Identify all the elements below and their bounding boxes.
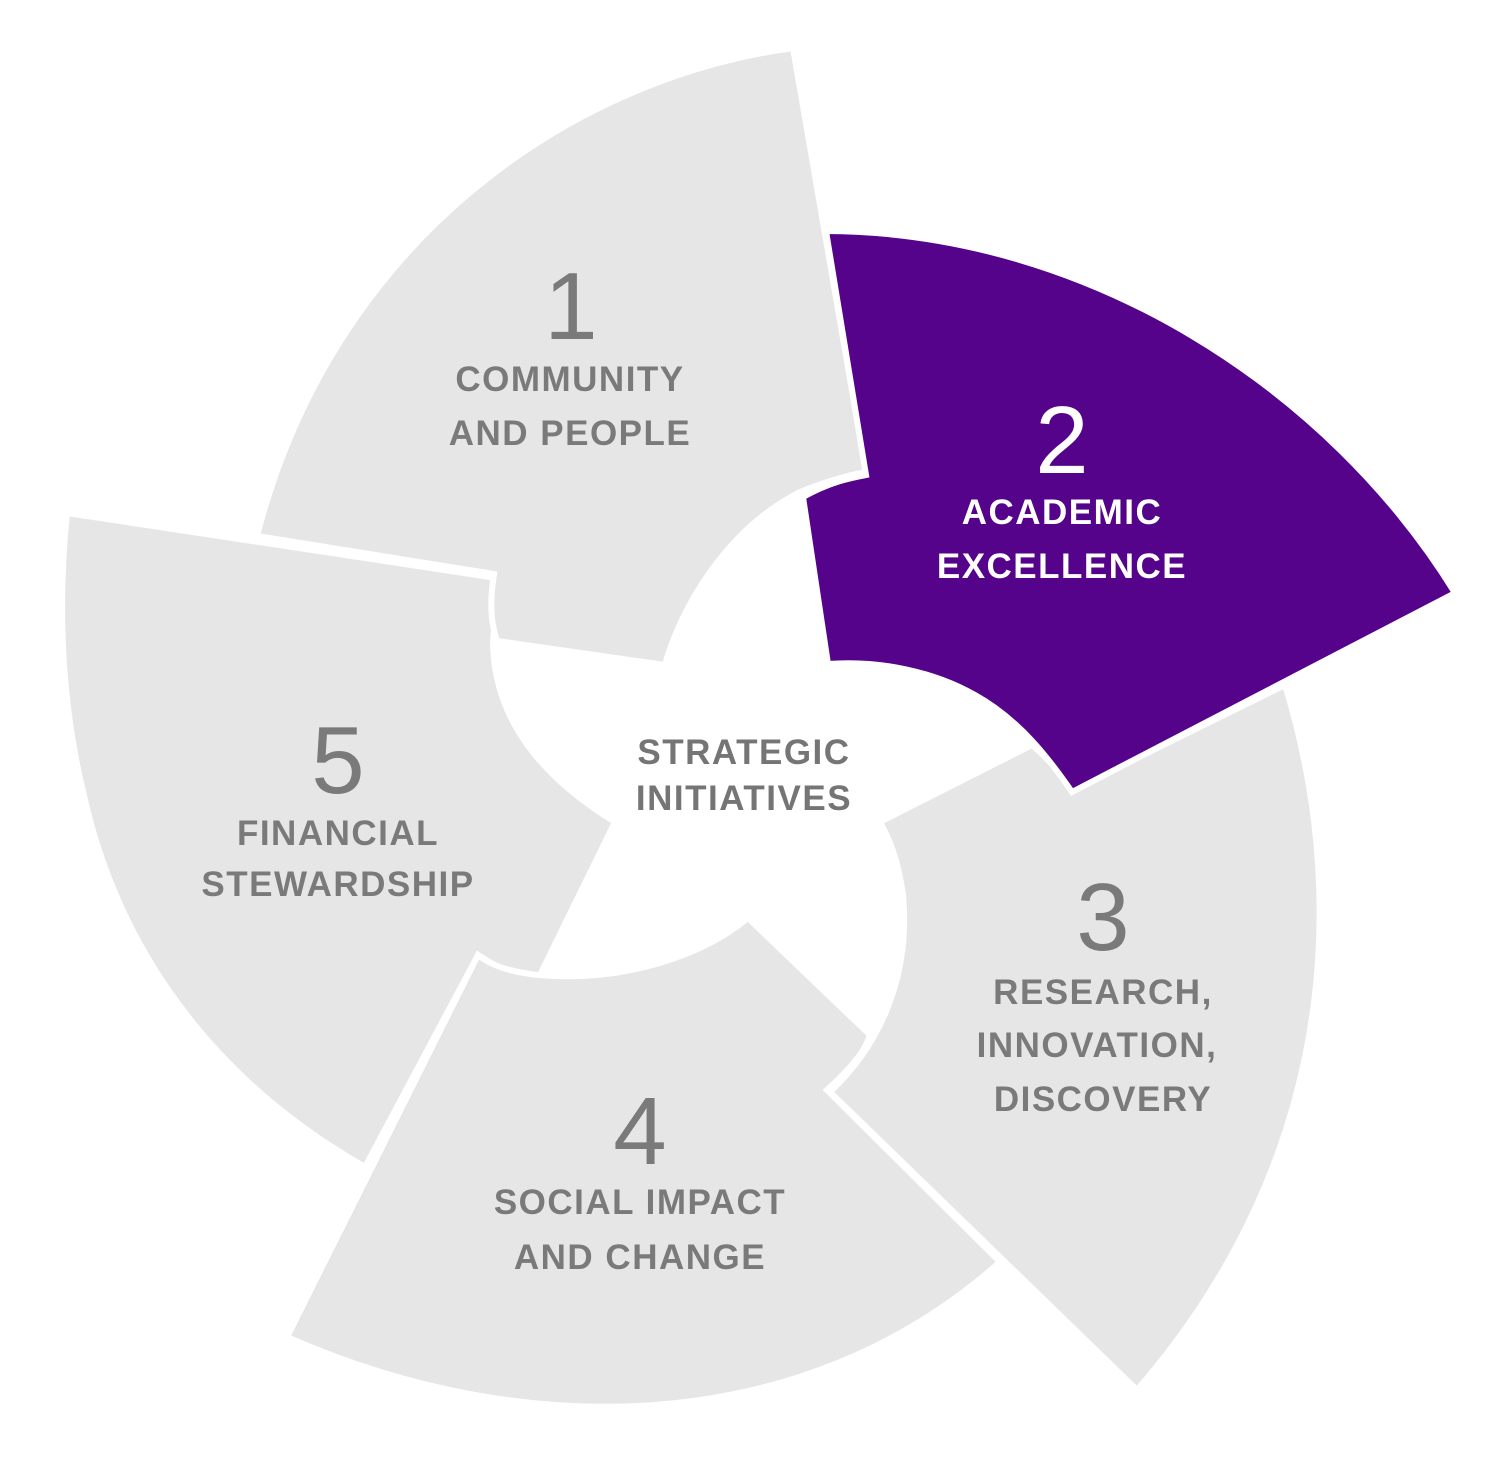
segment-3-label-line1: RESEARCH, (993, 973, 1213, 1012)
segment-2-label-line1: ACADEMIC (962, 493, 1163, 532)
segment-4-number: 4 (613, 1078, 666, 1185)
segment-1-label-line2: AND PEOPLE (449, 414, 692, 453)
segment-3[interactable]: 3 RESEARCH, INNOVATION, DISCOVERY (825, 680, 1323, 1395)
segment-1-number: 1 (544, 253, 597, 360)
segment-5-shape (59, 509, 619, 1172)
segment-2-number: 2 (1035, 387, 1088, 494)
center-label-line1: STRATEGIC (637, 733, 850, 772)
segment-3-label-line3: DISCOVERY (994, 1080, 1212, 1119)
segment-1-shape (253, 44, 870, 669)
segment-1[interactable]: 1 COMMUNITY AND PEOPLE (253, 44, 870, 669)
segment-5-number: 5 (311, 707, 364, 814)
segment-4-label-line2: AND CHANGE (514, 1238, 766, 1277)
segment-3-label-line2: INNOVATION, (977, 1026, 1218, 1065)
center-label: STRATEGIC INITIATIVES (636, 733, 852, 818)
segment-2[interactable]: 2 ACADEMIC EXCELLENCE (799, 227, 1460, 796)
segment-2-shape (799, 227, 1460, 796)
segment-3-shape (825, 680, 1323, 1395)
segment-4-label-line1: SOCIAL IMPACT (494, 1183, 786, 1222)
center-label-line2: INITIATIVES (636, 779, 852, 818)
segment-5-label-line1: FINANCIAL (237, 814, 439, 853)
segment-1-label-line1: COMMUNITY (455, 360, 684, 399)
segment-2-label-line2: EXCELLENCE (937, 547, 1187, 586)
segment-5[interactable]: 5 FINANCIAL STEWARDSHIP (59, 509, 619, 1172)
segment-3-number: 3 (1076, 864, 1129, 971)
segment-5-label-line2: STEWARDSHIP (201, 865, 474, 904)
